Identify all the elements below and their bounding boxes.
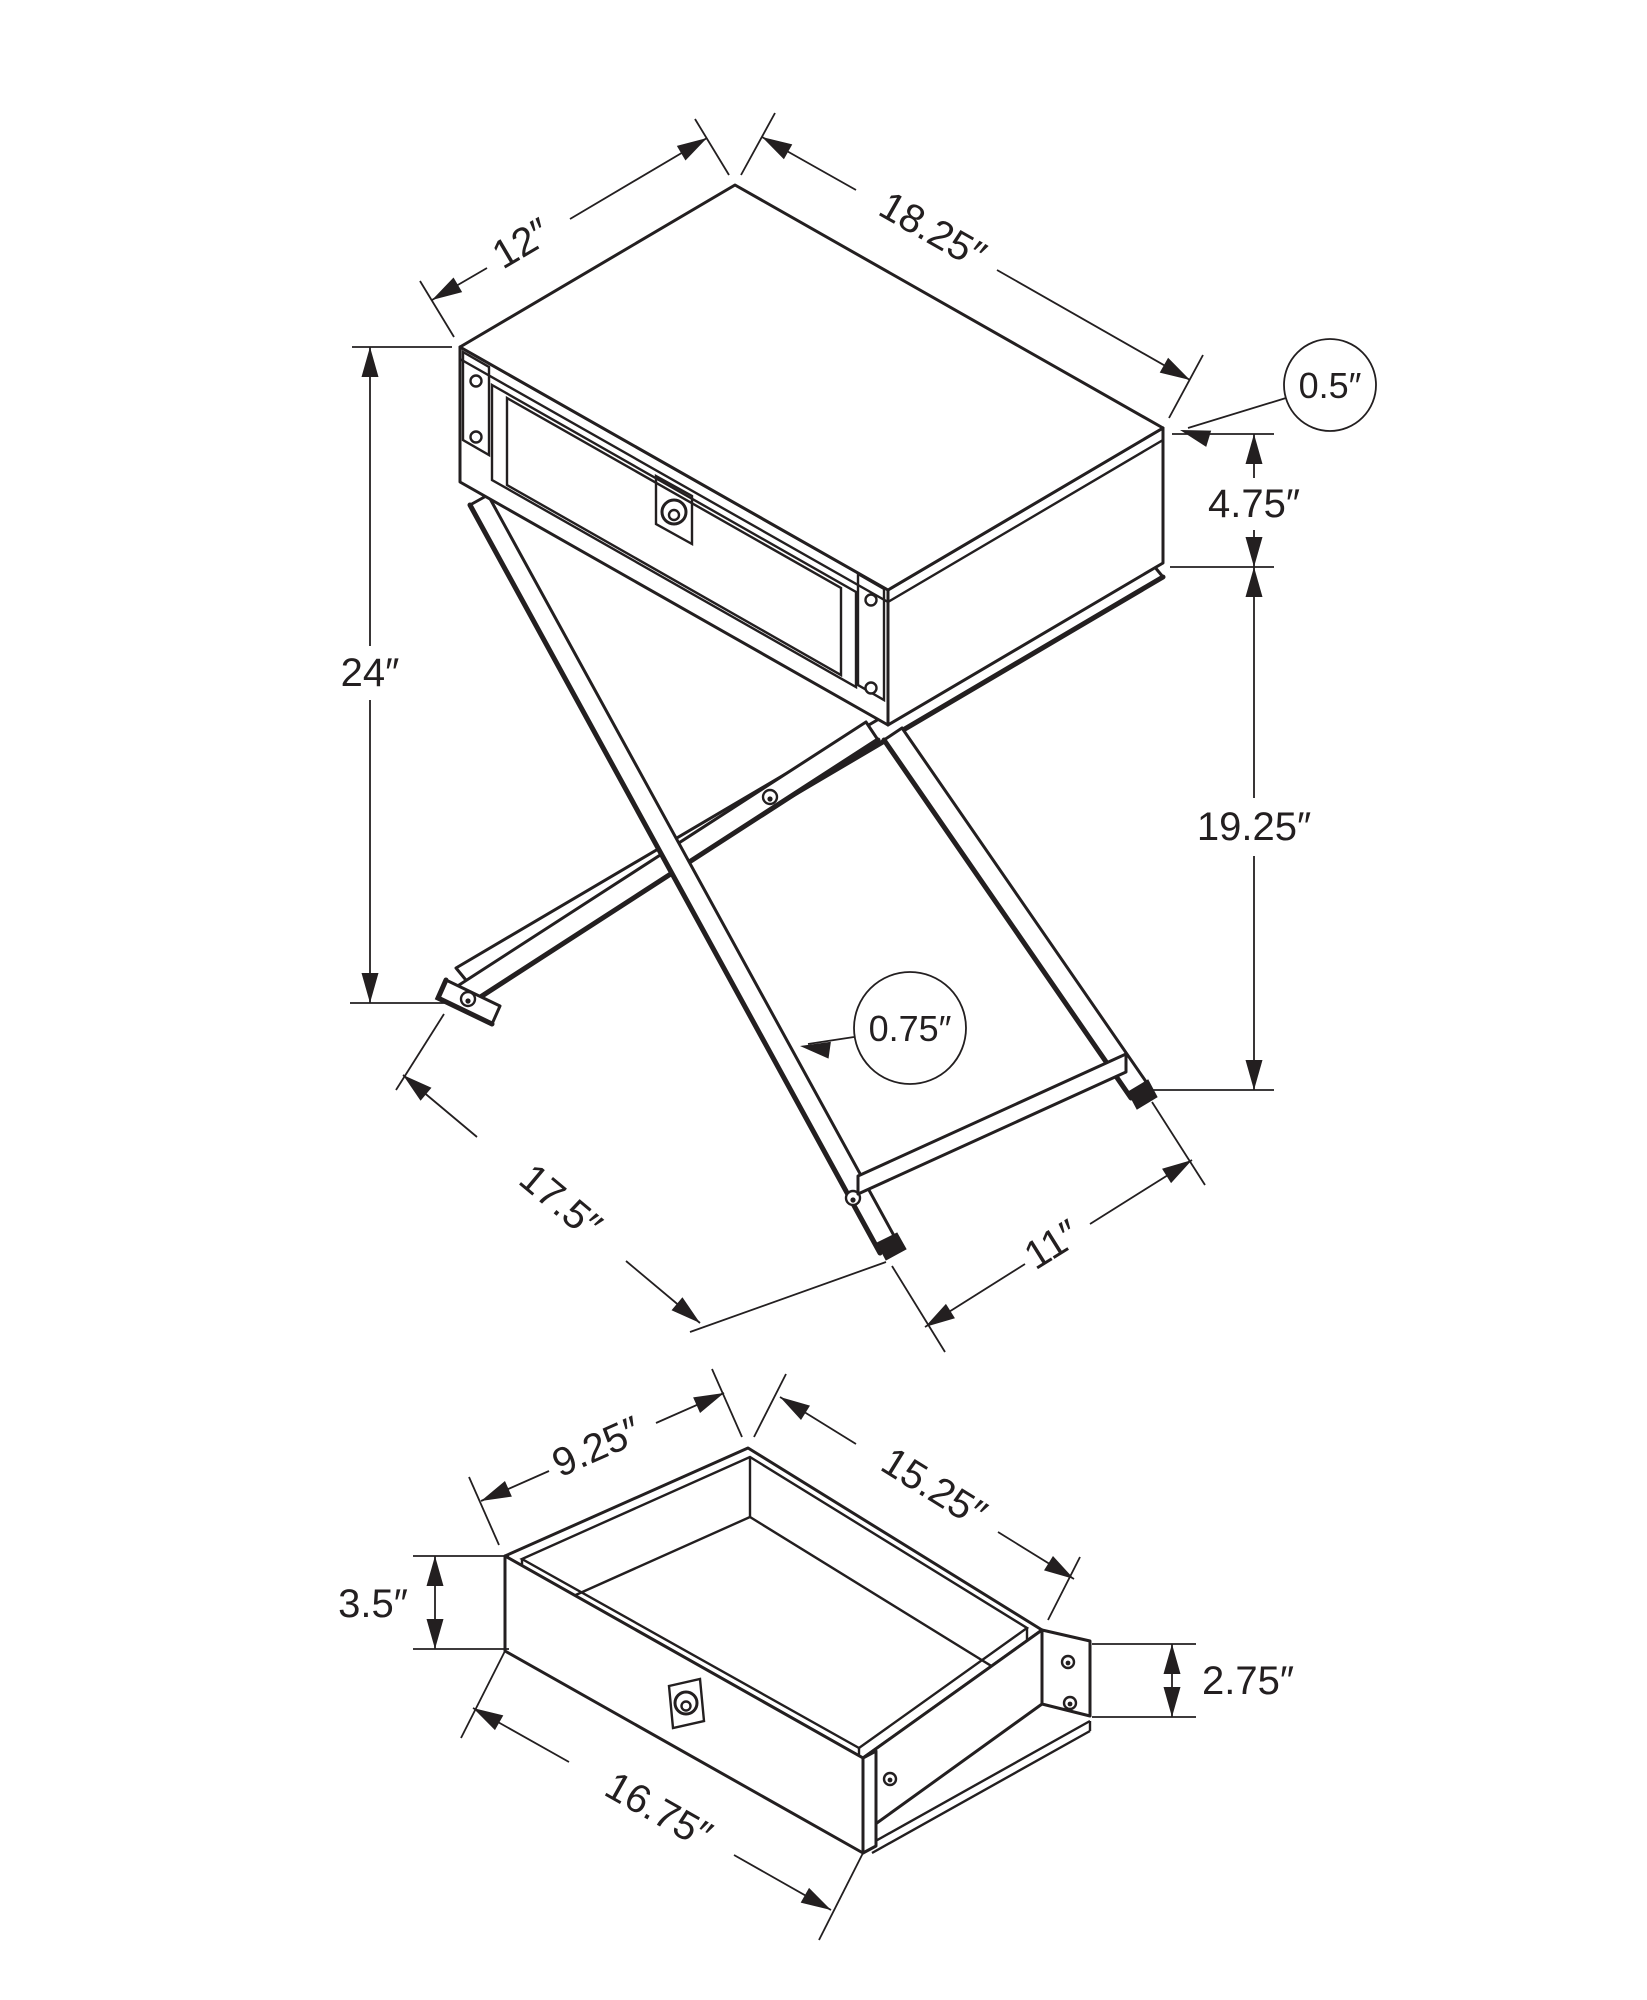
dim-front-width-label: 16.75″ <box>598 1763 719 1857</box>
bracket-bolt-icon <box>469 374 483 388</box>
dim-base-height: 19.25″ <box>1152 567 1311 1091</box>
table-top <box>458 183 1165 592</box>
drawer-diagram: 9.25″ 15.25″ 3.5″ 2.75 <box>338 1368 1294 1941</box>
dim-side-height-label: 2.75″ <box>1202 1659 1294 1703</box>
dim-top-width-label: 18.25″ <box>872 183 993 278</box>
foot-back-left <box>434 977 502 1027</box>
handle-ring-icon <box>673 1690 699 1716</box>
corner-bracket-left <box>461 349 491 458</box>
dim-base-depth: 17.5″ <box>395 1013 887 1333</box>
dim-inner-depth-label: 9.25″ <box>546 1408 648 1486</box>
x-leg-front-left <box>467 493 900 1256</box>
drawer-box <box>503 1446 1092 1855</box>
dim-top-thickness-label: 0.5″ <box>1299 365 1362 406</box>
callout-circle-icon <box>1283 338 1377 432</box>
table-top-slab-edge <box>459 357 1164 604</box>
dim-inner-width-label: 15.25″ <box>874 1439 994 1537</box>
side-wall-end-face <box>1040 1628 1092 1718</box>
dim-frame-thickness: 0.75″ <box>800 971 967 1085</box>
foot-front-center <box>876 1232 907 1261</box>
dim-base-depth-label: 17.5″ <box>511 1156 610 1249</box>
dim-overall-height-label: 24″ <box>341 651 400 695</box>
dim-overall-height: 24″ <box>341 346 452 1004</box>
bracket-bolt-icon <box>864 593 878 607</box>
stretcher-bar <box>856 1052 1128 1196</box>
drawer-handle <box>654 473 694 547</box>
dim-front-height: 3.5″ <box>338 1555 509 1650</box>
dim-apron-height-label: 4.75″ <box>1208 482 1300 526</box>
callout-circle-icon <box>853 971 967 1085</box>
handle-plate-icon <box>667 1677 706 1730</box>
dim-frame-thickness-label: 0.75″ <box>869 1008 952 1049</box>
drawer-front-panel <box>505 395 843 678</box>
handle-ring-icon <box>660 498 688 526</box>
dim-side-height: 2.75″ <box>1092 1643 1294 1718</box>
drawer-side-rail <box>871 1719 1092 1855</box>
bracket-bolt-icon <box>864 681 878 695</box>
dim-apron-height: 4.75″ <box>1170 433 1300 568</box>
drawer-handle-detail <box>667 1677 706 1730</box>
dim-top-depth-label: 12″ <box>485 210 558 278</box>
table-diagram: 12″ 18.25″ 0.5″ 4.75″ <box>341 112 1377 1353</box>
dim-front-height-label: 3.5″ <box>338 1582 408 1626</box>
dim-base-width-label: 11″ <box>1017 1212 1088 1279</box>
handle-plate-icon <box>654 473 694 547</box>
dim-base-height-label: 19.25″ <box>1197 805 1311 849</box>
foot-front-right <box>1127 1079 1158 1110</box>
corner-bracket-front <box>856 571 886 703</box>
drawer-front-recess <box>490 382 858 690</box>
table-box <box>458 183 1165 727</box>
drawer-front-edge <box>861 1749 878 1855</box>
dim-top-thickness: 0.5″ <box>1180 338 1377 447</box>
bracket-bolt-icon <box>469 430 483 444</box>
